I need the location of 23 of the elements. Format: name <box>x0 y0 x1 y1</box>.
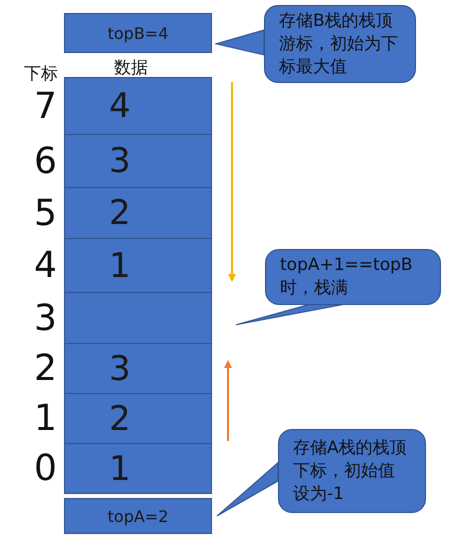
callout-pointer <box>216 462 278 516</box>
index-number: 3 <box>34 296 57 340</box>
array-cell: 2 <box>64 187 212 239</box>
array-cell: 2 <box>64 393 212 444</box>
array-cell <box>64 292 212 344</box>
speech-bubble: 存储B栈的栈顶游标，初始为下标最大值 <box>264 5 416 83</box>
array-cell: 1 <box>64 443 212 494</box>
column-header: 下标 <box>24 64 58 84</box>
callout-pointer <box>214 29 264 56</box>
index-number: 7 <box>34 84 57 128</box>
array-cell: 3 <box>64 343 212 394</box>
variable-box: topB=4 <box>64 13 212 53</box>
index-number: 2 <box>34 347 57 390</box>
index-number: 4 <box>34 244 57 288</box>
index-number: 6 <box>34 140 57 183</box>
array-cell: 4 <box>64 77 212 135</box>
column-header: 数据 <box>114 58 148 78</box>
index-number: 5 <box>34 192 57 235</box>
variable-box: topA=2 <box>64 498 212 534</box>
array-cell: 1 <box>64 238 212 293</box>
index-number: 0 <box>34 447 57 490</box>
index-number: 1 <box>34 397 57 440</box>
array-cell: 3 <box>64 134 212 188</box>
